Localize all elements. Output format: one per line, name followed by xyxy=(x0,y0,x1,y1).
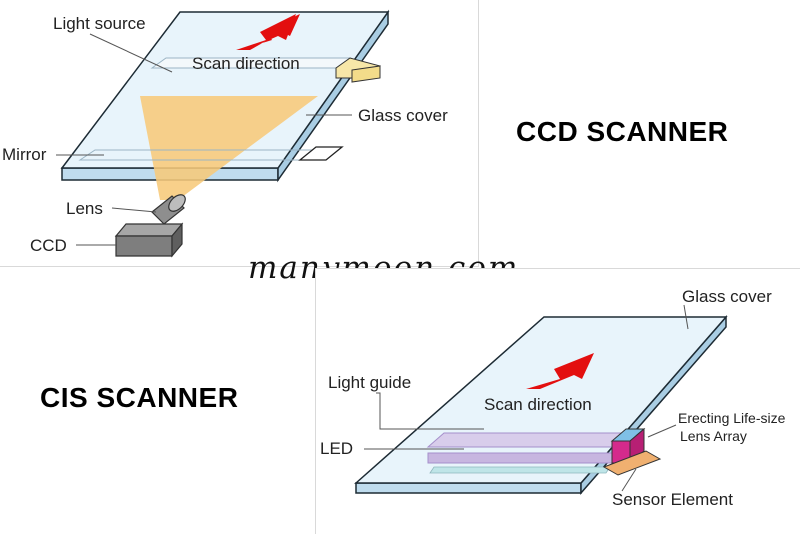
cis-label-led: LED xyxy=(320,439,353,458)
ccd-label-mirror: Mirror xyxy=(2,145,47,164)
cis-glass-cover-leader xyxy=(683,304,689,330)
cis-sensor-strip xyxy=(429,466,611,474)
ccd-light-source-block xyxy=(351,65,381,83)
ccd-label-ccd: CCD xyxy=(30,236,67,255)
cis-lens-array xyxy=(610,427,646,465)
ccd-diagram: Light source Scan direction Glass cover … xyxy=(2,9,448,258)
ccd-scanner-heading: CCD SCANNER xyxy=(516,116,729,147)
ccd-lens-leader xyxy=(111,207,157,213)
ccd-lens xyxy=(151,194,186,225)
cis-label-erecting-lens-1: Erecting Life-size xyxy=(678,410,786,426)
ccd-label-light-source: Light source xyxy=(53,14,146,33)
cis-sensor-element xyxy=(602,450,662,476)
ccd-light-beam xyxy=(140,96,318,200)
cis-label-scan-direction: Scan direction xyxy=(484,395,592,414)
cis-diagram: Glass cover Light guide Scan direction E… xyxy=(320,287,786,509)
cis-glass-edge xyxy=(355,482,582,494)
cis-lens-array-leader xyxy=(647,424,677,438)
cis-sensor-element-leader xyxy=(621,468,637,492)
cis-scan-arrow xyxy=(526,353,594,389)
cis-diagram-panel: Glass cover Light guide Scan direction E… xyxy=(315,268,800,534)
ccd-mirror-end xyxy=(298,146,344,161)
cis-label-glass-cover: Glass cover xyxy=(682,287,772,306)
cis-scanner-heading: CIS SCANNER xyxy=(40,382,239,413)
cis-light-guide-leader xyxy=(376,392,484,430)
ccd-light-source-leader xyxy=(89,33,173,73)
ccd-scan-arrow-head xyxy=(236,14,296,50)
cis-label-sensor-element: Sensor Element xyxy=(612,490,733,509)
cis-label-erecting-lens-2: Lens Array xyxy=(680,428,747,444)
cis-label-light-guide: Light guide xyxy=(328,373,411,392)
ccd-label-lens: Lens xyxy=(66,199,103,218)
ccd-diagram-panel: Light source Scan direction Glass cover … xyxy=(0,0,479,267)
ccd-sensor-body xyxy=(114,222,184,258)
ccd-label-scan-direction: Scan direction xyxy=(192,54,300,73)
ccd-label-glass-cover: Glass cover xyxy=(358,106,448,125)
